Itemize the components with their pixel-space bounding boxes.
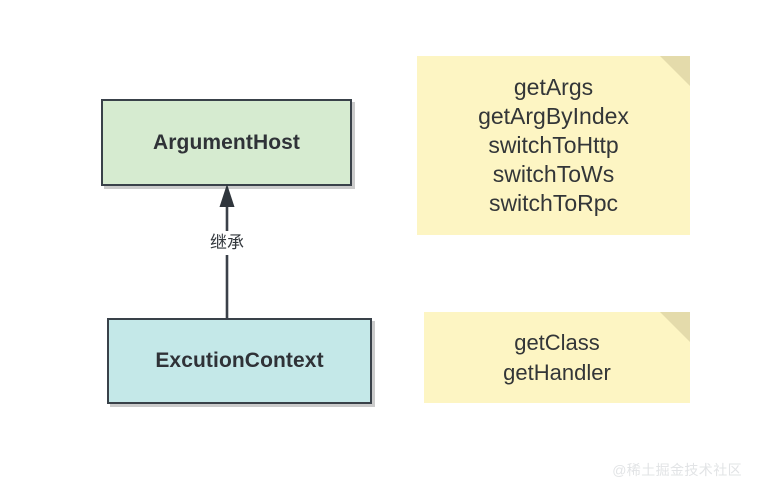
watermark: @稀土掘金技术社区 (612, 462, 742, 478)
inheritance-arrowhead (219, 184, 235, 207)
note-method-line: switchToHttp (488, 132, 619, 158)
class-box-label: ExcutionContext (155, 349, 324, 372)
inheritance-label: 继承 (193, 231, 261, 255)
note-method-line: getArgByIndex (478, 103, 629, 129)
inheritance-connector (219, 184, 235, 325)
note-fold-corner-icon (660, 56, 690, 86)
class-box-execution-context[interactable]: ExcutionContext (107, 318, 372, 404)
note-argument-host[interactable]: getArgs getArgByIndex switchToHttp switc… (417, 56, 690, 235)
note-fold-corner-icon (660, 312, 690, 342)
note-method-line: getClass (514, 329, 600, 355)
note-method-line: switchToRpc (488, 190, 619, 216)
note-method-line: getArgs (513, 74, 594, 100)
note-execution-context[interactable]: getClass getHandler (424, 312, 690, 403)
note-method-line: getHandler (503, 359, 611, 385)
note-method-line: switchToWs (492, 161, 615, 187)
class-box-label: ArgumentHost (152, 130, 301, 154)
class-box-argument-host[interactable]: ArgumentHost (101, 99, 352, 186)
